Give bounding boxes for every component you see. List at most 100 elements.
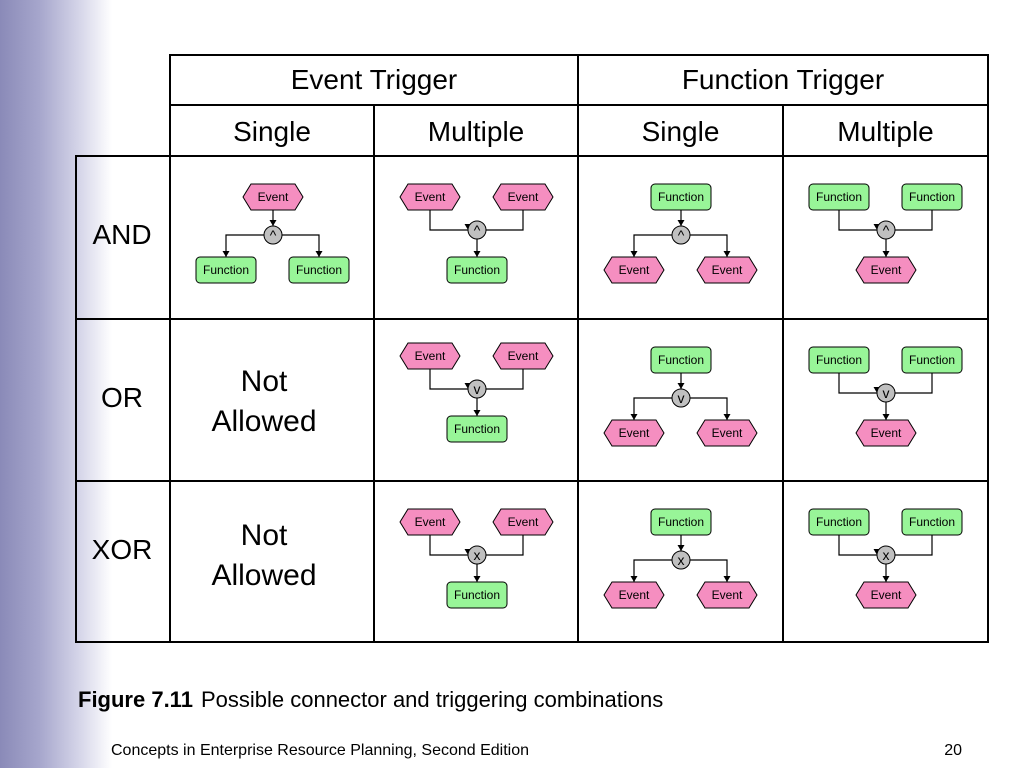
flow-line xyxy=(690,559,728,582)
or-connector-icon: v xyxy=(876,383,896,403)
flow-line xyxy=(486,369,524,390)
arrow-head xyxy=(630,251,638,257)
function-label: Function xyxy=(203,263,249,277)
and-connector-icon: ^ xyxy=(467,220,487,240)
cell-and-event-single: Event ^ Function Function xyxy=(171,157,375,319)
arrow-head xyxy=(723,576,731,582)
grid-line xyxy=(75,155,989,157)
flow-line xyxy=(429,535,468,556)
connector-symbol: ^ xyxy=(883,222,890,238)
function-label: Function xyxy=(816,190,862,204)
figure-label: Figure 7.11 xyxy=(78,687,193,712)
function-label: Function xyxy=(816,353,862,367)
function-shape: Function xyxy=(650,346,712,374)
function-shape: Function xyxy=(446,415,508,443)
header-function-trigger: Function Trigger xyxy=(681,64,885,95)
function-label: Function xyxy=(296,263,342,277)
arrow-head xyxy=(630,576,638,582)
connector-symbol: x xyxy=(678,552,685,568)
function-shape: Function xyxy=(446,256,508,284)
arrow-head xyxy=(882,251,890,257)
grid-line xyxy=(75,155,77,643)
event-label: Event xyxy=(508,190,539,204)
page-number: 20 xyxy=(944,742,962,759)
event-shape: Event xyxy=(492,183,554,211)
flow-line xyxy=(838,535,877,556)
connector-diagram: Function Function ^ Event xyxy=(808,183,963,284)
event-label: Event xyxy=(712,588,743,602)
event-shape: Event xyxy=(855,419,917,447)
event-label: Event xyxy=(619,263,650,277)
row-label-xor: XOR xyxy=(91,534,153,565)
event-shape: Event xyxy=(696,256,758,284)
function-shape: Function xyxy=(650,508,712,536)
cell-and-event-multiple: Event Event ^ Function xyxy=(375,157,579,319)
figure-caption: Figure 7.11 Possible connector and trigge… xyxy=(78,686,663,714)
function-shape: Function xyxy=(901,183,963,211)
event-label: Event xyxy=(415,349,446,363)
grid-line xyxy=(169,104,989,106)
event-label: Event xyxy=(415,190,446,204)
arrow-head xyxy=(723,251,731,257)
grid-line xyxy=(75,641,989,643)
flow-line xyxy=(690,234,728,257)
function-label: Function xyxy=(658,190,704,204)
and-connector-icon: ^ xyxy=(876,220,896,240)
arrow-head xyxy=(677,220,685,226)
connector-symbol: ^ xyxy=(270,227,277,243)
grid-line xyxy=(169,54,171,643)
function-shape: Function xyxy=(808,508,870,536)
flow-line xyxy=(486,210,524,231)
event-shape: Event xyxy=(492,508,554,536)
arrow-head xyxy=(882,576,890,582)
header-multiple: Multiple xyxy=(837,116,934,147)
function-shape: Function xyxy=(901,508,963,536)
not-allowed-line: Allowed xyxy=(211,405,317,438)
arrow-head xyxy=(677,545,685,551)
event-shape: Event xyxy=(242,183,304,211)
xor-connector-icon: x xyxy=(876,545,896,565)
event-shape: Event xyxy=(855,256,917,284)
and-connector-icon: ^ xyxy=(671,225,691,245)
connector-diagram: Function ^ Event Event xyxy=(603,183,758,284)
flow-line xyxy=(429,210,468,231)
arrow-head xyxy=(882,414,890,420)
connector-symbol: ^ xyxy=(678,227,685,243)
footer-title: Concepts in Enterprise Resource Planning… xyxy=(111,742,530,759)
function-shape: Function xyxy=(808,346,870,374)
flow-line xyxy=(633,559,672,582)
event-label: Event xyxy=(871,588,902,602)
not-allowed-xor: Not Allowed xyxy=(162,516,366,596)
event-label: Event xyxy=(712,426,743,440)
function-label: Function xyxy=(909,190,955,204)
function-shape: Function xyxy=(808,183,870,211)
row-label-or: OR xyxy=(101,382,143,413)
flow-line xyxy=(838,373,877,394)
or-connector-icon: v xyxy=(467,379,487,399)
event-shape: Event xyxy=(399,508,461,536)
arrow-head xyxy=(222,251,230,257)
arrow-head xyxy=(473,410,481,416)
function-label: Function xyxy=(909,515,955,529)
figure-caption-text: Possible connector and triggering combin… xyxy=(200,687,664,712)
header-event-trigger: Event Trigger xyxy=(290,64,458,95)
flow-line xyxy=(895,535,933,556)
event-shape: Event xyxy=(399,342,461,370)
cell-and-function-single: Function ^ Event Event xyxy=(579,157,783,319)
event-label: Event xyxy=(258,190,289,204)
row-label-and: AND xyxy=(92,219,152,250)
event-shape: Event xyxy=(492,342,554,370)
event-shape: Event xyxy=(603,256,665,284)
grid-line xyxy=(987,54,989,643)
arrow-head xyxy=(473,251,481,257)
function-label: Function xyxy=(658,515,704,529)
grid-line xyxy=(75,480,989,482)
connector-symbol: v xyxy=(678,390,685,406)
flow-line xyxy=(429,369,468,390)
